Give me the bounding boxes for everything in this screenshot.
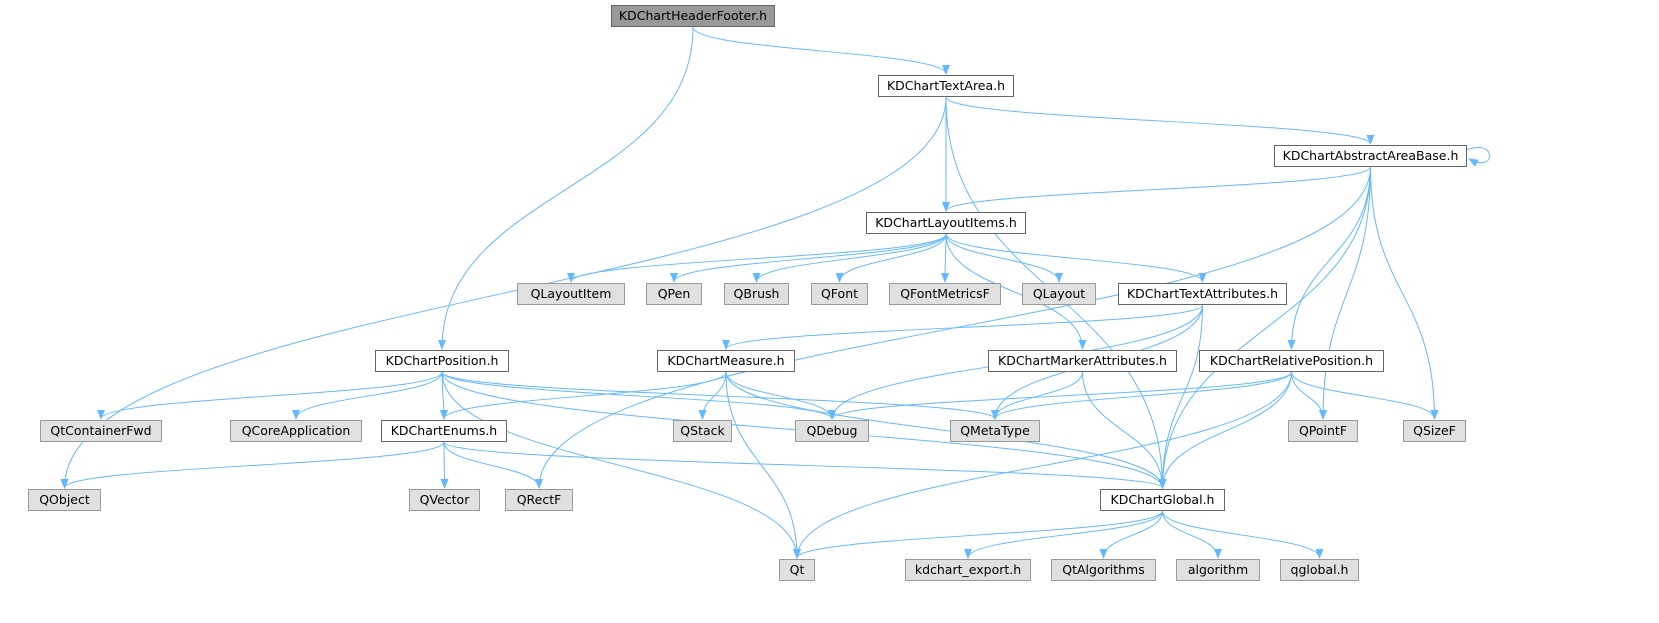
node-enums[interactable]: KDChartEnums.h [381, 420, 507, 442]
edge-relative-position-to-global [1158, 371, 1292, 489]
edge-layout-items-to-qpen [670, 233, 947, 283]
edge-relative-position-to-qdebug [828, 371, 1292, 420]
node-qlayoutitem[interactable]: QLayoutItem [517, 283, 625, 305]
node-qrectf[interactable]: QRectF [505, 489, 573, 511]
edge-global-to-kdchart-export [964, 510, 1163, 559]
node-text-attributes[interactable]: KDChartTextAttributes.h [1118, 283, 1287, 305]
node-qpointf[interactable]: QPointF [1288, 420, 1358, 442]
edge-marker-attributes-to-global [1082, 371, 1167, 489]
node-position[interactable]: KDChartPosition.h [375, 350, 509, 372]
node-qtcontainerfwd[interactable]: QtContainerFwd [40, 420, 162, 442]
edge-measure-to-qstack [698, 371, 727, 420]
edge-global-to-qt [793, 510, 1163, 559]
edge-text-attributes-to-measure [722, 304, 1203, 350]
node-qstack[interactable]: QStack [673, 420, 732, 442]
edge-layout-items-to-text-attributes [945, 233, 1207, 283]
node-qdebug[interactable]: QDebug [795, 420, 869, 442]
node-qfont[interactable]: QFont [811, 283, 868, 305]
edge-enums-to-qrectf [443, 441, 543, 489]
edge-position-to-qdebug [441, 371, 836, 420]
edge-layout-items-to-qfontmetricsf [941, 233, 950, 283]
edge-measure-to-qt [725, 371, 801, 559]
node-qobject[interactable]: QObject [28, 489, 101, 511]
node-qpen[interactable]: QPen [646, 283, 702, 305]
edge-header-footer-to-position [438, 26, 694, 350]
node-qvector[interactable]: QVector [409, 489, 480, 511]
node-global[interactable]: KDChartGlobal.h [1100, 489, 1225, 511]
node-layout-items[interactable]: KDChartLayoutItems.h [866, 212, 1026, 234]
edge-layout-items-to-qlayoutitem [567, 233, 947, 283]
edge-measure-to-global [725, 371, 1167, 489]
node-qfontmetricsf[interactable]: QFontMetricsF [889, 283, 1001, 305]
node-abstract-area-base[interactable]: KDChartAbstractAreaBase.h [1274, 145, 1467, 167]
edge-position-to-qtcontainerfwd [97, 371, 443, 420]
node-measure[interactable]: KDChartMeasure.h [657, 350, 795, 372]
edge-measure-to-enums [440, 371, 727, 420]
edge-text-attributes-to-global [1158, 304, 1203, 489]
edge-position-to-qt [441, 371, 801, 559]
node-marker-attributes[interactable]: KDChartMarkerAttributes.h [988, 350, 1177, 372]
edge-abstract-area-base-to-abstract-area-base [1466, 147, 1491, 167]
node-qcoreapplication[interactable]: QCoreApplication [230, 420, 362, 442]
edge-relative-position-to-qt [793, 371, 1292, 559]
edge-abstract-area-base-to-layout-items [942, 166, 1371, 212]
edge-global-to-algorithm [1162, 510, 1222, 559]
edge-relative-position-to-qpointf [1291, 371, 1327, 420]
edge-layout-items-to-qfont [835, 233, 947, 283]
edge-measure-to-qdebug [725, 371, 836, 420]
edge-relative-position-to-qmetatype [991, 371, 1292, 420]
edge-position-to-qcoreapplication [292, 371, 443, 420]
edge-layout-items-to-qbrush [752, 233, 947, 283]
node-qglobal[interactable]: qglobal.h [1280, 559, 1359, 581]
edge-global-to-qglobal [1162, 510, 1324, 559]
edge-global-to-qtalgorithms [1099, 510, 1163, 559]
edge-enums-to-global [443, 441, 1167, 489]
node-qbrush[interactable]: QBrush [724, 283, 789, 305]
edge-enums-to-qvector [440, 441, 449, 489]
node-qlayout[interactable]: QLayout [1022, 283, 1096, 305]
node-text-area[interactable]: KDChartTextArea.h [878, 75, 1014, 97]
edge-text-area-to-abstract-area-base [945, 96, 1375, 145]
node-qt[interactable]: Qt [779, 559, 815, 581]
edge-relative-position-to-qsizef [1291, 371, 1439, 420]
node-qtalgorithms[interactable]: QtAlgorithms [1051, 559, 1156, 581]
edge-abstract-area-base-to-qsizef [1370, 166, 1439, 420]
edge-abstract-area-base-to-global [1158, 166, 1371, 489]
edge-text-area-to-qobject [60, 96, 947, 489]
node-qmetatype[interactable]: QMetaType [950, 420, 1040, 442]
edge-header-footer-to-text-area [692, 26, 950, 75]
edge-position-to-qmetatype [441, 371, 999, 420]
node-qsizef[interactable]: QSizeF [1403, 420, 1466, 442]
node-algorithm[interactable]: algorithm [1176, 559, 1260, 581]
edge-layout-items-to-qlayout [945, 233, 1063, 283]
edge-layout-items-to-marker-attributes [945, 233, 1087, 350]
edge-abstract-area-base-to-qpointf [1319, 166, 1371, 420]
edge-abstract-area-base-to-relative-position [1287, 166, 1371, 350]
node-header-footer[interactable]: KDChartHeaderFooter.h [611, 5, 775, 27]
edge-enums-to-qobject [60, 441, 445, 489]
node-relative-position[interactable]: KDChartRelativePosition.h [1199, 350, 1384, 372]
node-kdchart-export[interactable]: kdchart_export.h [905, 559, 1031, 581]
